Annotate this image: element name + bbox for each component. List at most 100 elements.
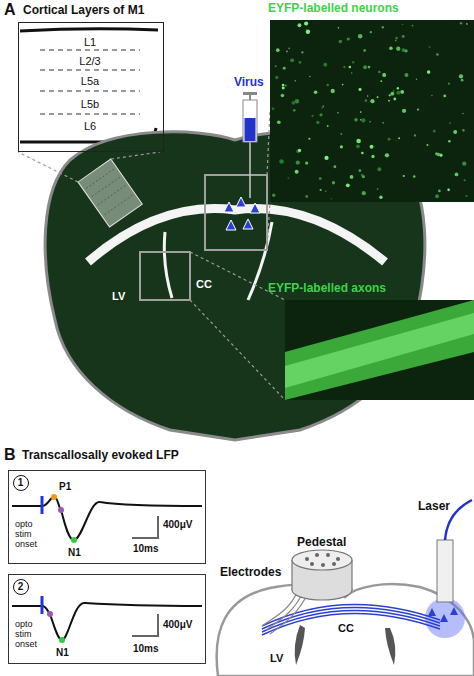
neuron-dot	[443, 95, 446, 98]
structure-label: CC	[196, 278, 212, 291]
neuron-dot	[340, 133, 342, 135]
structure-label: LV	[270, 652, 283, 665]
neuron-dot	[322, 106, 324, 108]
neuron-dot	[363, 65, 367, 69]
neuron-dot	[298, 23, 302, 27]
injection-label: Virus	[234, 76, 264, 90]
structure-label: LV	[112, 290, 125, 303]
neuron-dot	[275, 76, 278, 79]
neuron-dot	[358, 88, 361, 91]
neuron-dot	[286, 51, 288, 53]
neuron-dot	[325, 191, 326, 192]
layer-strip	[78, 159, 142, 227]
neuron-triangle	[226, 220, 236, 230]
neuron-dot	[309, 76, 310, 77]
neuron-dot	[275, 65, 277, 67]
neuron-dot	[306, 29, 308, 31]
neuron-dot	[324, 156, 328, 160]
neuron-dot	[314, 90, 318, 94]
neuron-dot	[294, 80, 296, 82]
neuron-dot	[377, 96, 379, 98]
neuron-symbols	[428, 607, 458, 622]
photo-panel: EYFP-labelled neurons	[270, 20, 474, 202]
photo-panel: EYFP-labelled axons	[285, 300, 474, 400]
neuron-dot	[390, 92, 394, 96]
neuron-dot	[295, 170, 299, 174]
pedestal-holes	[305, 553, 340, 567]
neuron-dot	[301, 51, 303, 53]
callout-number: 2	[14, 581, 27, 593]
pedestal-side	[351, 560, 352, 590]
neuron-dot	[382, 122, 384, 124]
neuron-dot	[339, 40, 343, 44]
neuron-dot	[288, 47, 290, 49]
hole	[336, 557, 340, 561]
stim-label: opto stim onset	[15, 519, 43, 549]
neuron-dot	[462, 129, 464, 131]
neuron-dot	[320, 189, 322, 191]
neuron-dot	[389, 94, 391, 96]
structure-label: CC	[338, 622, 354, 635]
neuron-dot	[285, 85, 287, 87]
ventricle-line	[164, 232, 172, 298]
neuron-dot	[448, 140, 451, 143]
panel-letter: B	[4, 446, 16, 464]
neuron-dot	[403, 175, 405, 177]
trace-panel: 2opto stim onsetN1400μV10ms	[8, 574, 206, 664]
layer-label: L5b	[19, 98, 161, 111]
neuron-triangle	[236, 197, 246, 207]
onset-dot	[58, 507, 64, 513]
hole	[321, 563, 325, 567]
neuron-dot	[436, 53, 439, 56]
neuron-dot	[402, 35, 405, 38]
neuron-dot	[365, 99, 368, 102]
neuron-dot	[370, 145, 374, 149]
neuron-dot	[281, 94, 285, 98]
neuron-dot	[393, 98, 396, 101]
neuron-triangle	[243, 219, 253, 229]
neuron-dot	[393, 90, 395, 92]
peak-label: P1	[59, 481, 71, 493]
neuron-dot	[351, 72, 352, 73]
neuron-dot	[437, 153, 441, 157]
neuron-dot	[293, 109, 296, 112]
neuron-dot	[378, 71, 381, 74]
leader-line	[267, 110, 270, 175]
neuron-dot	[276, 48, 280, 52]
neuron-dot	[395, 37, 398, 40]
neuron-triangle	[440, 614, 448, 622]
layer-border	[40, 69, 140, 70]
leader-lines	[18, 110, 285, 400]
neuron-dot	[396, 91, 400, 95]
neuron-dot	[382, 73, 386, 77]
p1-dot	[51, 494, 57, 500]
zoom-box	[140, 252, 190, 300]
lfp-trace	[12, 497, 202, 540]
leader-line	[267, 202, 270, 250]
neuron-dot	[397, 87, 399, 89]
layer-border	[40, 90, 140, 91]
neuron-dot	[347, 37, 350, 40]
pedestal	[292, 550, 352, 600]
neuron-dot	[316, 121, 319, 124]
neuron-dot	[362, 191, 366, 195]
neuron-dot	[283, 67, 286, 70]
part-label: Electrodes	[220, 566, 281, 580]
neuron-dot	[464, 179, 466, 181]
pia-line	[20, 29, 158, 31]
neuron-dot	[459, 74, 463, 78]
panel-heading: Transcallosally evoked LFP	[22, 449, 179, 463]
neuron-dot	[352, 61, 355, 64]
neuron-dot	[462, 161, 466, 165]
neuron-dot	[361, 174, 364, 177]
panel-number: 2	[13, 579, 29, 595]
neuron-dot	[462, 113, 464, 115]
neuron-dot	[360, 119, 361, 120]
peak-label: N1	[68, 547, 81, 559]
leader-line	[111, 152, 160, 159]
neuron-dot	[338, 27, 340, 29]
neuron-dot	[305, 161, 308, 164]
neuron-dot	[427, 70, 431, 74]
neuron-dot	[431, 95, 433, 97]
neuron-dot	[448, 83, 450, 85]
